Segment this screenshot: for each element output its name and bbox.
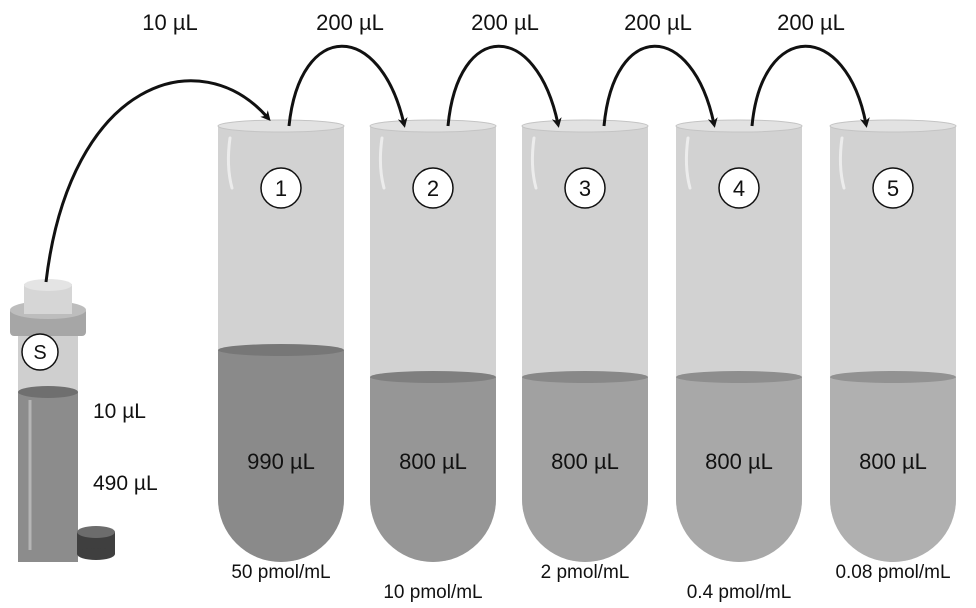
transfer-arrow-3: 200 µL <box>446 10 562 128</box>
transfer-volume-label: 200 µL <box>316 10 384 35</box>
transfer-volume-label: 200 µL <box>471 10 539 35</box>
vial-volume-upper: 10 µL <box>93 400 146 423</box>
tube-number: 2 <box>427 176 439 201</box>
tube-3: 3 800 µL 2 pmol/mL <box>521 119 649 583</box>
transfer-volume-label: 200 µL <box>777 10 845 35</box>
tube-volume: 800 µL <box>551 449 619 474</box>
tube-liquid <box>676 377 802 562</box>
tubes: 1 990 µL 50 pmol/mL 2 800 µL 10 pmol/mL 3 800 µ… <box>217 119 957 603</box>
arrow-curve <box>287 44 408 128</box>
tube-highlight <box>378 136 386 190</box>
tube-number-circle <box>872 167 914 209</box>
tube-volume: 800 µL <box>859 449 927 474</box>
tube-5: 5 800 µL 0.08 pmol/mL <box>829 119 957 583</box>
tube-highlight <box>684 136 692 190</box>
tube-rim <box>369 119 497 133</box>
tube-liquid-surface <box>218 344 344 356</box>
stock-vial: S 10 µL 490 µL <box>10 279 158 562</box>
tube-number-circle <box>564 167 606 209</box>
tube-rim <box>675 119 803 133</box>
tube-number: 1 <box>275 176 287 201</box>
tube-rim <box>217 119 345 133</box>
tube-number: 4 <box>733 176 745 201</box>
transfer-arrow-2: 200 µL <box>287 10 408 128</box>
tube-concentration: 10 pmol/mL <box>383 582 482 603</box>
tube-4: 4 800 µL 0.4 pmol/mL <box>675 119 803 603</box>
transfer-arrow-1: 10 µL <box>44 10 271 283</box>
tube-number-circle <box>718 167 760 209</box>
tube-liquid <box>830 377 956 562</box>
tube-liquid <box>522 377 648 562</box>
arrow-curve <box>44 79 271 283</box>
tube-liquid-surface <box>522 371 648 383</box>
tube-number: 3 <box>579 176 591 201</box>
tube-liquid <box>370 377 496 562</box>
tube-number: 5 <box>887 176 899 201</box>
tube-liquid-surface <box>676 371 802 383</box>
tube-number-circle <box>412 167 454 209</box>
vial-label-circle <box>21 333 59 371</box>
tube-rim <box>521 119 649 133</box>
vial-cap-top <box>24 279 72 291</box>
transfer-arrow-4: 200 µL <box>602 10 718 128</box>
tube-concentration: 50 pmol/mL <box>231 562 330 583</box>
tube-rim <box>829 119 957 133</box>
tube-volume: 990 µL <box>247 449 315 474</box>
transfer-volume-label: 10 µL <box>142 10 198 35</box>
transfer-volume-label: 200 µL <box>624 10 692 35</box>
tube-highlight <box>530 136 538 190</box>
tube-liquid-surface <box>830 371 956 383</box>
tube-highlight <box>226 136 234 190</box>
arrow-curve <box>446 44 562 128</box>
transfer-arrows: 10 µL 200 µL 200 µL 200 µL 200 µL <box>44 10 870 283</box>
vial-liquid <box>18 392 78 562</box>
vial-volume-lower: 490 µL <box>93 472 158 495</box>
tube-concentration: 2 pmol/mL <box>541 562 630 583</box>
tube-liquid-surface <box>370 371 496 383</box>
tube-concentration: 0.08 pmol/mL <box>835 562 950 583</box>
tube-highlight <box>838 136 846 190</box>
vial-label: S <box>33 342 46 364</box>
arrow-curve <box>750 44 870 128</box>
tube-volume: 800 µL <box>705 449 773 474</box>
tube-1: 1 990 µL 50 pmol/mL <box>217 119 345 583</box>
tube-2: 2 800 µL 10 pmol/mL <box>369 119 497 603</box>
tube-number-circle <box>260 167 302 209</box>
loose-cap <box>77 526 115 560</box>
tube-concentration: 0.4 pmol/mL <box>687 582 792 603</box>
vial-liquid-top <box>18 386 78 398</box>
transfer-arrow-5: 200 µL <box>750 10 870 128</box>
tube-volume: 800 µL <box>399 449 467 474</box>
tube-liquid <box>218 350 344 562</box>
arrow-curve <box>602 44 718 128</box>
